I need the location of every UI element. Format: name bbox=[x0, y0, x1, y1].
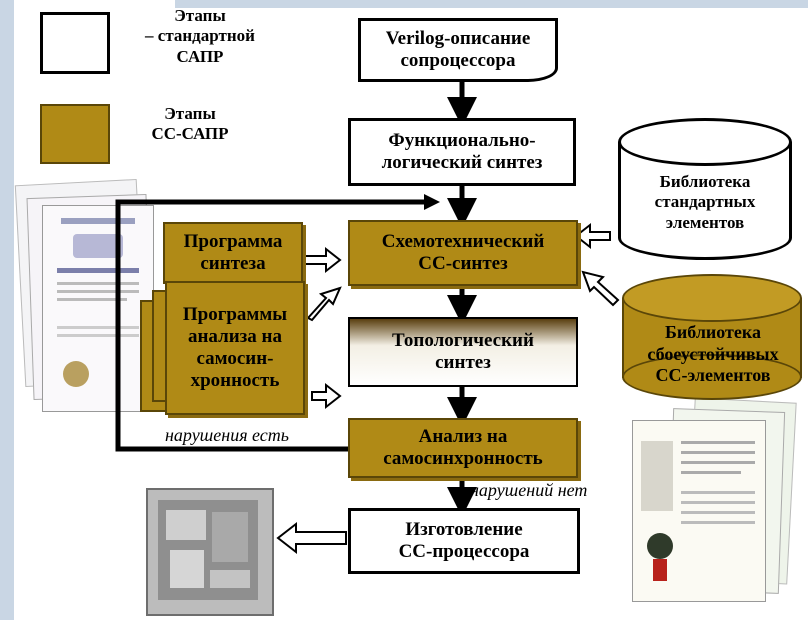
violations-found-label: нарушения есть bbox=[165, 425, 289, 445]
side-panel bbox=[0, 0, 14, 620]
legend-cc-swatch bbox=[40, 104, 110, 164]
no-violations-label: нарушений нет bbox=[470, 480, 588, 500]
analysis-program-node: Программы анализа на самосин- хронность bbox=[165, 281, 305, 415]
verilog-node: Verilog-описание сопроцессора bbox=[358, 18, 558, 82]
topological-synthesis-node: Топологический синтез bbox=[348, 317, 578, 387]
legend-standard-label: Этапы – стандартной САПР bbox=[145, 6, 255, 66]
synthesis-program-node: Программа синтеза bbox=[163, 222, 303, 284]
manufacture-node: Изготовление СС-процессора bbox=[348, 508, 580, 574]
top-band bbox=[175, 0, 808, 8]
legend-cc-label: Этапы СС-САПР bbox=[151, 104, 229, 144]
cc-library-label: Библиотека сбоеустойчивых СС-элементов bbox=[647, 322, 779, 386]
scheme-synthesis-node: Схемотехнический СС-синтез bbox=[348, 220, 578, 286]
chip-photo bbox=[146, 488, 274, 616]
self-timing-analysis-node: Анализ на самосинхронность bbox=[348, 418, 578, 478]
standard-library-label: Библиотека стандартных элементов bbox=[654, 172, 756, 232]
functional-synthesis-node: Функционально- логический синтез bbox=[348, 118, 576, 186]
legend-standard-swatch bbox=[40, 12, 110, 74]
